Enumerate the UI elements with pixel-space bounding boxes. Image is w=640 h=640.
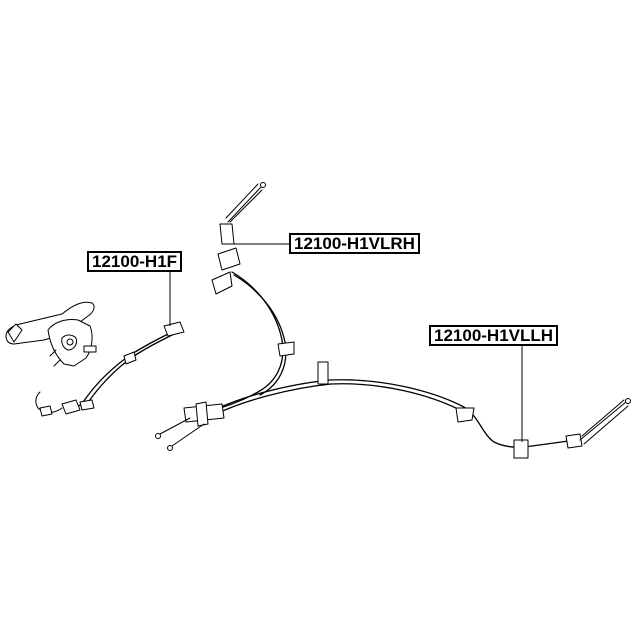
part-label-front-cable: 12100-H1F: [87, 251, 183, 272]
rear-right-cable: [205, 182, 295, 413]
part-label-rear-right-cable: 12100-H1VLRH: [289, 233, 420, 254]
handbrake-lever: [5, 301, 97, 367]
front-cable: [35, 321, 185, 417]
rear-left-cable: [205, 361, 631, 459]
cable-equalizer: [155, 401, 225, 451]
part-label-rear-left-cable: 12100-H1VLLH: [429, 325, 559, 346]
